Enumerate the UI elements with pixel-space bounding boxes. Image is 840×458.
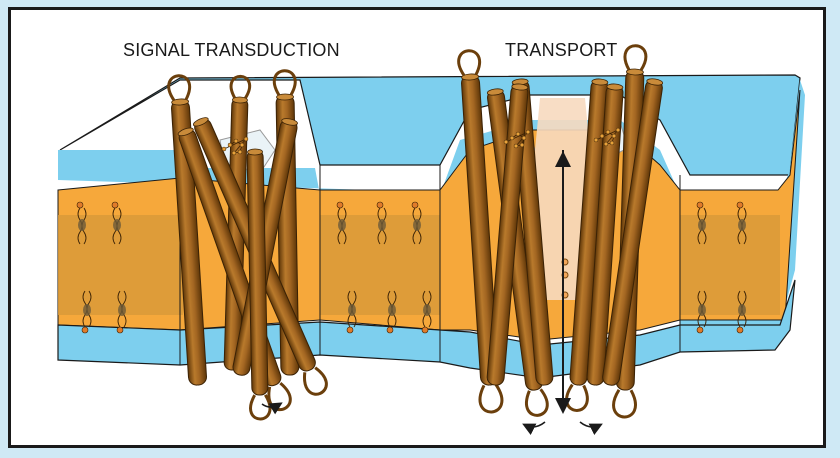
lipid-core-left: [58, 215, 183, 315]
rotation-arrow-right-icon: [580, 422, 600, 427]
signal-transduction-label: SIGNAL TRANSDUCTION: [123, 40, 340, 61]
membrane-slab: [58, 75, 805, 378]
transport-label: TRANSPORT: [505, 40, 617, 61]
rotation-arrow-left-icon: [525, 422, 545, 427]
lipid-core-right: [680, 215, 780, 315]
